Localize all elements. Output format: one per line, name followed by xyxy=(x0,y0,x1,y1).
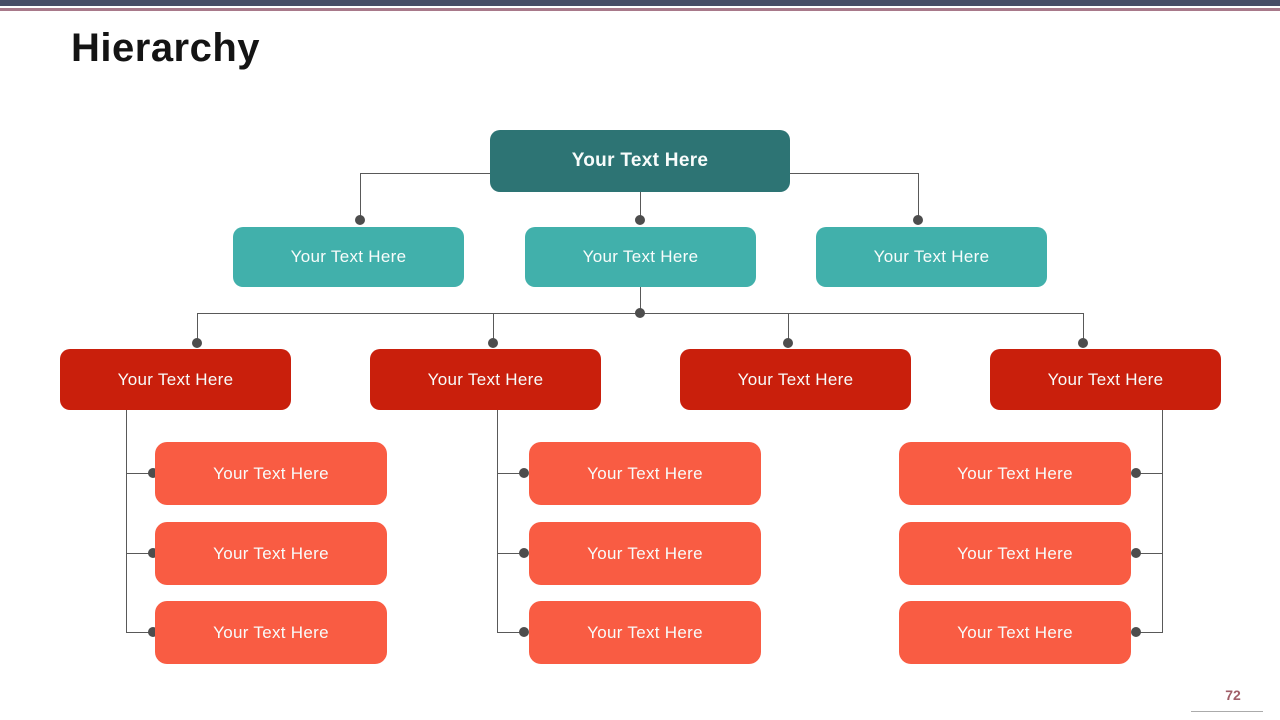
org-node-level3-1: Your Text Here xyxy=(60,349,291,410)
connector-dot xyxy=(635,215,645,225)
connector-line xyxy=(790,173,918,174)
connector-line xyxy=(126,410,127,633)
connector-line xyxy=(126,632,153,633)
org-node-level2-3: Your Text Here xyxy=(816,227,1047,287)
connector-line xyxy=(126,473,153,474)
org-node-leaf-middle-2: Your Text Here xyxy=(529,522,761,585)
connector-dot xyxy=(519,548,529,558)
connector-dot xyxy=(783,338,793,348)
org-node-level2-2: Your Text Here xyxy=(525,227,756,287)
org-node-leaf-right-3: Your Text Here xyxy=(899,601,1131,664)
connector-line xyxy=(360,173,490,174)
top-accent-line xyxy=(0,8,1280,11)
connector-line xyxy=(918,173,919,220)
connector-line xyxy=(1162,410,1163,633)
connector-dot xyxy=(148,468,158,478)
connector-dot xyxy=(519,627,529,637)
page-number: 72 xyxy=(1225,687,1241,703)
org-node-leaf-right-2: Your Text Here xyxy=(899,522,1131,585)
connector-dot xyxy=(192,338,202,348)
connector-line xyxy=(493,313,494,343)
connector-dot xyxy=(519,468,529,478)
connector-dot xyxy=(488,338,498,348)
connector-dot xyxy=(148,627,158,637)
connector-line xyxy=(1136,473,1163,474)
connector-dot xyxy=(913,215,923,225)
connector-line xyxy=(497,473,524,474)
org-node-leaf-left-3: Your Text Here xyxy=(155,601,387,664)
connector-dot xyxy=(635,308,645,318)
connector-line xyxy=(197,313,198,343)
connector-line xyxy=(126,553,153,554)
org-node-leaf-right-1: Your Text Here xyxy=(899,442,1131,505)
org-node-level3-2: Your Text Here xyxy=(370,349,601,410)
org-node-root: Your Text Here xyxy=(490,130,790,192)
connector-line xyxy=(497,410,498,633)
org-node-level3-4: Your Text Here xyxy=(990,349,1221,410)
connector-line xyxy=(640,192,641,222)
footer-divider xyxy=(1191,711,1263,712)
org-node-leaf-left-2: Your Text Here xyxy=(155,522,387,585)
org-node-leaf-middle-1: Your Text Here xyxy=(529,442,761,505)
top-accent-bar xyxy=(0,0,1280,6)
connector-line xyxy=(788,313,789,343)
org-node-level3-3: Your Text Here xyxy=(680,349,911,410)
org-node-leaf-left-1: Your Text Here xyxy=(155,442,387,505)
org-node-leaf-middle-3: Your Text Here xyxy=(529,601,761,664)
connector-dot xyxy=(1078,338,1088,348)
connector-line xyxy=(1136,632,1163,633)
connector-line xyxy=(360,173,361,220)
connector-line xyxy=(497,553,524,554)
connector-dot xyxy=(1131,548,1141,558)
slide-title: Hierarchy xyxy=(71,26,261,70)
connector-dot xyxy=(1131,468,1141,478)
connector-dot xyxy=(355,215,365,225)
connector-line xyxy=(1083,313,1084,343)
connector-dot xyxy=(148,548,158,558)
connector-line xyxy=(1136,553,1163,554)
connector-dot xyxy=(1131,627,1141,637)
connector-line xyxy=(640,287,641,313)
org-node-level2-1: Your Text Here xyxy=(233,227,464,287)
connector-line xyxy=(497,632,524,633)
